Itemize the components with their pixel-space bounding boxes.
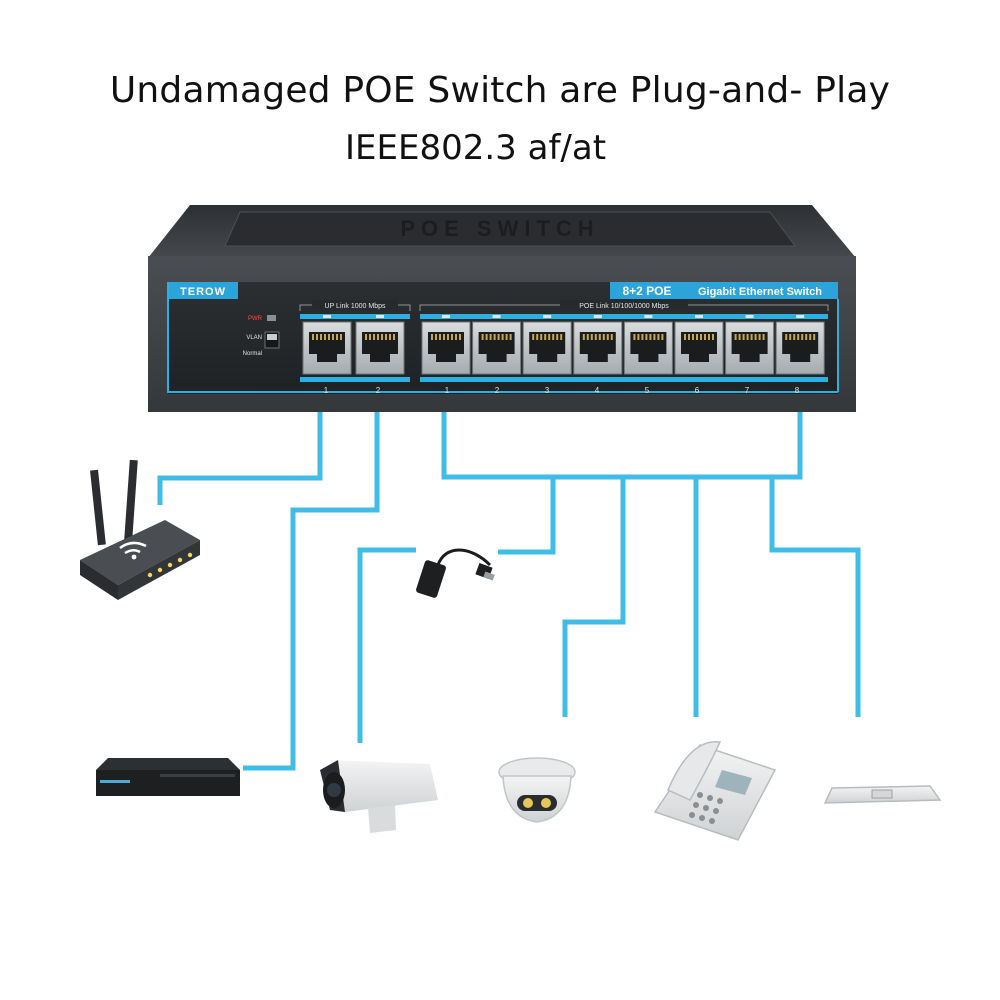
poe-port-3-led (543, 315, 552, 318)
cable-uplink1-router (157, 398, 323, 505)
cable-lines (157, 398, 861, 771)
headline-title: Undamaged POE Switch are Plug-and- Play (109, 70, 891, 111)
poe-port-1-led (442, 315, 450, 318)
model-badge-bar (610, 282, 838, 299)
poe-port-5[interactable] (623, 321, 673, 375)
bullet-camera-icon (320, 760, 438, 833)
uplink-port-2[interactable] (355, 321, 405, 375)
normal-label: Normal (243, 351, 262, 357)
switch-top-label: POE SWITCH (400, 216, 599, 241)
uplink-label-bg (312, 300, 398, 309)
cable-dome (562, 477, 626, 717)
cable-splitter-bullet (357, 547, 416, 743)
poe-switch: POE SWITCH TEROW 8+2 POE Gigabit Etherne… (148, 205, 856, 412)
model-badge: 8+2 POE (622, 284, 671, 298)
uplink-group-label: UP Link 1000 Mbps (325, 303, 386, 310)
poe-group-label: POE Link 10/100/1000 Mbps (579, 303, 669, 310)
poe-port-6[interactable] (674, 321, 724, 375)
poe-port-8-led (796, 315, 805, 318)
uplink-port-1-number: 1 (324, 386, 329, 395)
brand-logo: TEROW (180, 286, 226, 298)
uplink-strip-top (300, 314, 410, 319)
poe-port-5-led (644, 315, 653, 318)
vlan-switch-knob (267, 334, 277, 340)
poe-port-4-led (593, 315, 602, 318)
uplink-strip-bottom (300, 377, 410, 382)
poe-port-6-number: 6 (695, 386, 700, 395)
phone-icon (653, 741, 777, 841)
poe-port-7-number: 7 (745, 386, 750, 395)
poe-strip-bottom (420, 377, 828, 382)
vlan-label: VLAN (246, 335, 262, 341)
cable-splitter-in (498, 477, 556, 555)
poe-strip-top (420, 314, 828, 319)
dome-camera-icon (498, 757, 576, 823)
poe-port-2[interactable] (472, 321, 522, 375)
panel-frame (167, 282, 838, 393)
model-desc: Gigabit Ethernet Switch (698, 286, 822, 298)
poe-port-7[interactable] (725, 321, 775, 375)
poe-port-7-led (745, 315, 754, 318)
brand-strip (168, 282, 238, 299)
poe-port-3-number: 3 (545, 386, 550, 395)
splitter-icon (416, 548, 495, 598)
headline-subtitle: IEEE802.3 af/at (345, 128, 607, 168)
pwr-led (267, 315, 276, 321)
poe-port-5-number: 5 (645, 386, 650, 395)
poe-port-8[interactable] (775, 321, 825, 375)
uplink-port-1[interactable] (302, 321, 352, 375)
poe-port-4[interactable] (573, 321, 623, 375)
poe-label-bg (560, 300, 688, 309)
poe-port-8-number: 8 (795, 386, 800, 395)
uplink-port-2-number: 2 (376, 386, 381, 395)
poe-port-1-number: 1 (445, 386, 450, 395)
poe-port-3[interactable] (522, 321, 572, 375)
poe-port-2-number: 2 (495, 386, 500, 395)
switch-top-plate (224, 211, 796, 247)
access-point-icon (823, 785, 942, 804)
uplink-port-2-led (376, 315, 384, 318)
cable-uplink2-nvr (243, 398, 380, 771)
poe-port-4-number: 4 (595, 386, 600, 395)
router-icon (80, 459, 200, 600)
poe-port-1[interactable] (421, 321, 471, 375)
uplink-port-1-led (323, 315, 331, 318)
port-group (302, 315, 825, 375)
poe-port-6-led (695, 315, 703, 318)
nvr-icon (96, 758, 240, 796)
cable-access-point (769, 477, 861, 717)
poe-port-2-led (492, 315, 501, 318)
pwr-label: PWR (248, 316, 263, 322)
